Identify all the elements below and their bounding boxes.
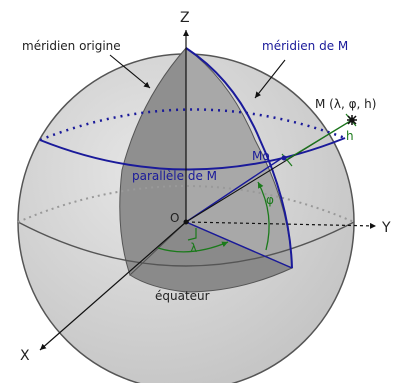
z-axis-label: Z xyxy=(180,10,190,26)
prime-meridian-label: méridien origine xyxy=(22,39,121,53)
point-m-star xyxy=(347,115,357,125)
point-mo xyxy=(281,155,287,161)
latitude-label: φ xyxy=(266,193,274,207)
latitude-arc xyxy=(257,181,270,251)
equator-label: équateur xyxy=(155,289,210,303)
parallel-m-back xyxy=(39,108,346,142)
x-axis-label: X xyxy=(20,348,30,364)
longitude-label: λ xyxy=(190,241,197,255)
x-axis xyxy=(39,221,187,351)
prime-meridian-leader xyxy=(109,54,151,89)
meridian-m-leader xyxy=(254,59,286,99)
height-segment xyxy=(285,119,353,161)
equator-front xyxy=(17,221,355,267)
origin-label: O xyxy=(170,211,179,225)
point-m-label: M (λ, φ, h) xyxy=(315,97,376,111)
y-axis xyxy=(185,221,377,229)
y-axis-label: Y xyxy=(381,220,391,236)
meridian-m-label: méridien de M xyxy=(262,39,348,53)
point-origin xyxy=(183,219,189,225)
projection-line xyxy=(185,221,293,269)
point-mo-label: Mo xyxy=(252,149,270,163)
right-angle-origin xyxy=(187,228,197,241)
radius-to-mo xyxy=(185,157,283,223)
equatorial-sector xyxy=(129,221,294,293)
parallel-m-label: parallèle de M xyxy=(132,169,217,183)
longitude-arc xyxy=(157,241,229,253)
prime-meridian-face xyxy=(119,46,187,276)
height-label: h xyxy=(346,129,354,143)
parallel-m-front xyxy=(39,137,346,171)
meridian-m-arc xyxy=(185,47,293,269)
